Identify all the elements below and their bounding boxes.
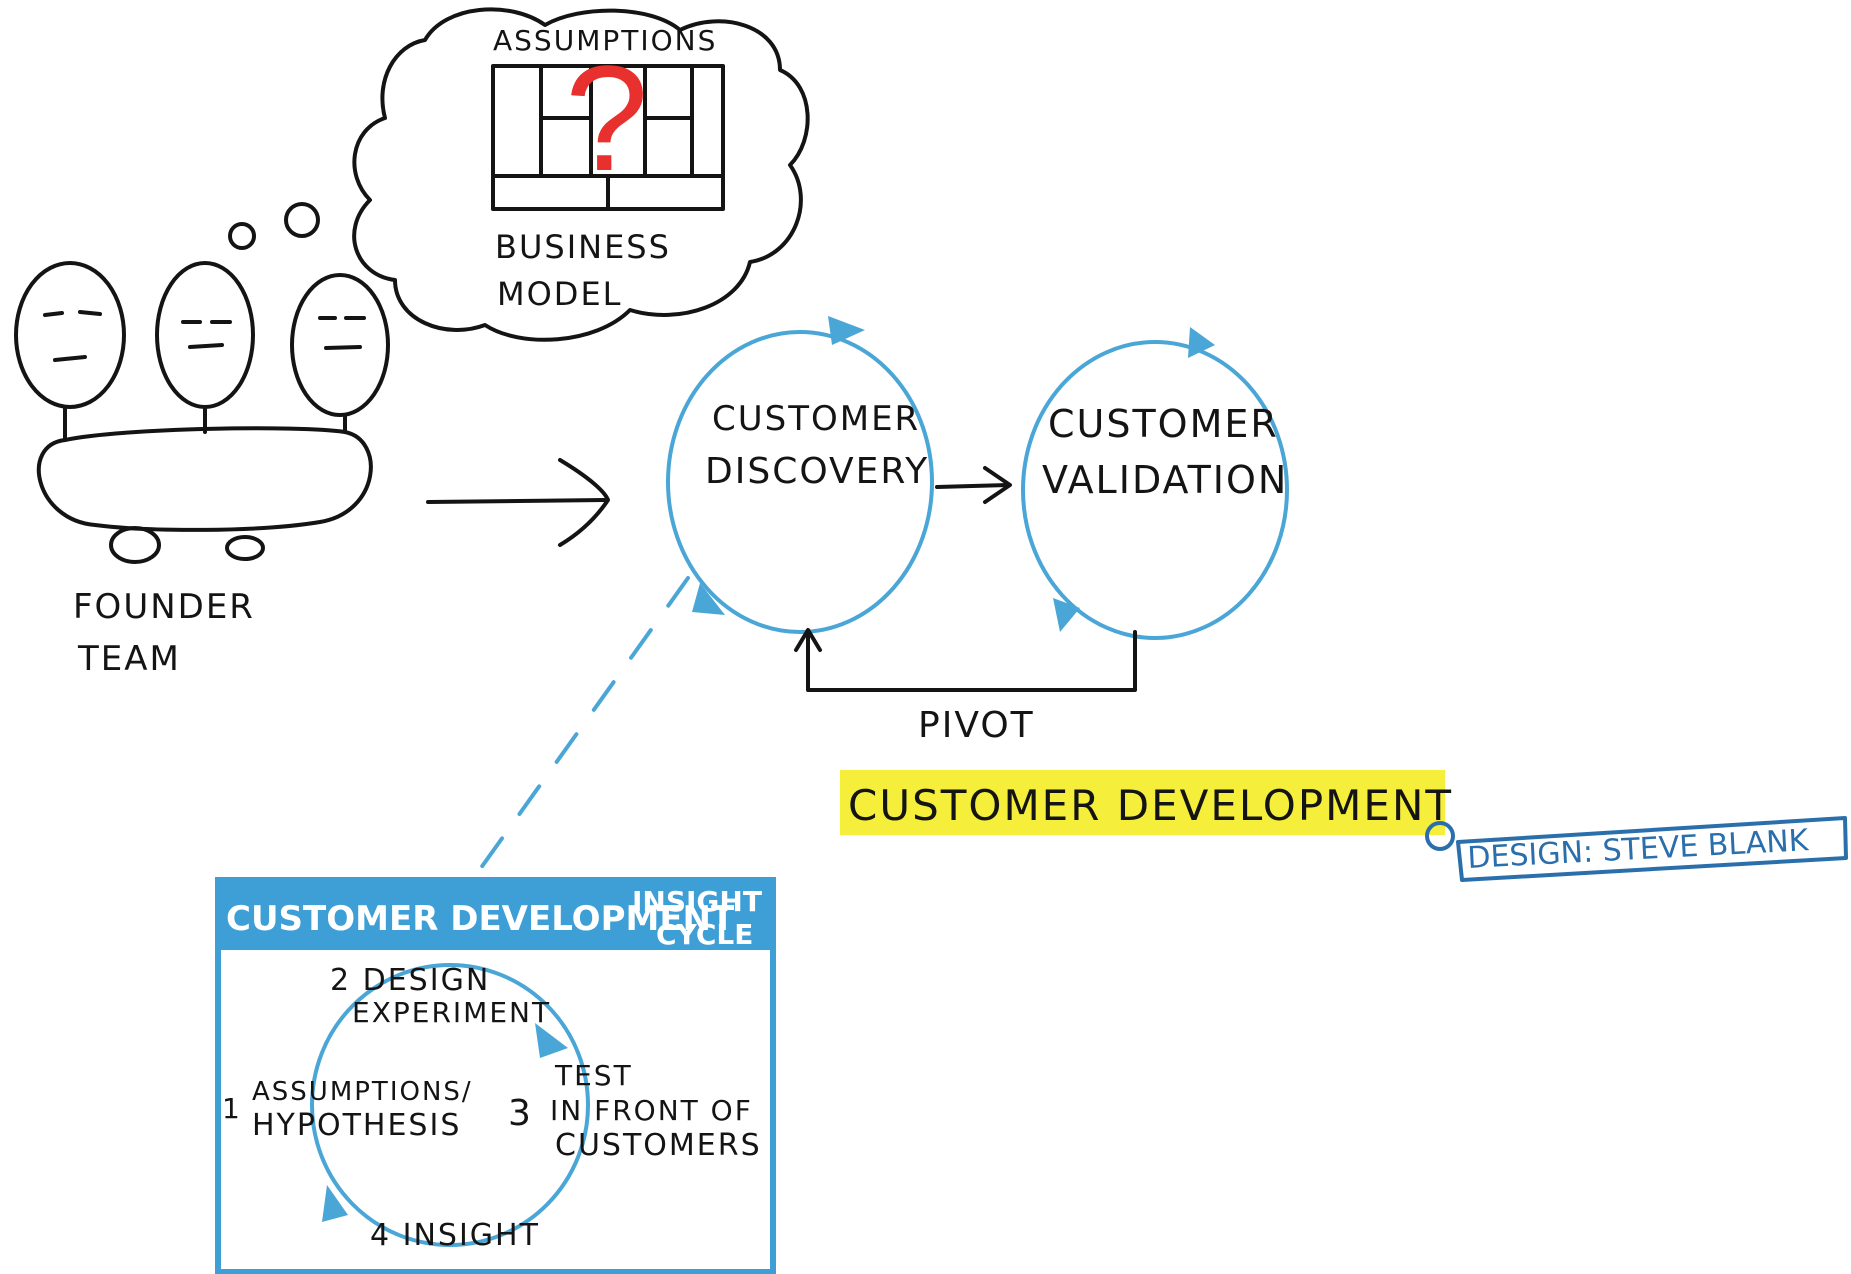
- cloud-assumptions-label: ASSUMPTIONS: [493, 24, 717, 57]
- thought-bubble-small: [228, 222, 256, 250]
- team-label: TEAM: [77, 639, 181, 679]
- step3-line1: TEST: [554, 1059, 633, 1092]
- validation-label-line2: VALIDATION: [1042, 458, 1288, 502]
- cloud-business-label: BUSINESS: [495, 228, 671, 266]
- credit-tag: [1425, 816, 1848, 882]
- thought-cloud: [352, 7, 810, 342]
- zoom-connector: [476, 576, 690, 874]
- question-mark: ?: [565, 34, 648, 202]
- pivot-label: PIVOT: [918, 705, 1035, 746]
- step1-line1: ASSUMPTIONS/: [252, 1077, 473, 1107]
- step2-line2: EXPERIMENT: [352, 996, 551, 1029]
- step3-line3: CUSTOMERS: [555, 1128, 762, 1163]
- insight-header-small-line1: INSIGHT: [632, 885, 762, 918]
- discovery-label-line2: DISCOVERY: [705, 451, 929, 492]
- step2-line1: 2 DESIGN: [330, 963, 490, 998]
- insight-cycle-loop: [310, 963, 590, 1247]
- customer-validation-loop: [1021, 327, 1289, 640]
- founder-team-figures: [14, 261, 390, 564]
- insight-cycle-panel: [215, 877, 776, 1274]
- validation-label-line1: CUSTOMER: [1048, 402, 1279, 446]
- insight-header-main: CUSTOMER DEVELOPMENT: [226, 899, 735, 939]
- customer-discovery-loop: [666, 316, 934, 634]
- step3-line2: IN FRONT OF: [550, 1094, 753, 1127]
- team-to-discovery-arrow: [426, 458, 610, 547]
- discovery-label-line1: CUSTOMER: [712, 399, 920, 439]
- pivot-arrow: [794, 628, 1137, 692]
- founder-label: FOUNDER: [73, 587, 255, 627]
- cloud-model-label: MODEL: [497, 275, 622, 313]
- customer-development-highlight: [840, 770, 1445, 835]
- thought-bubble-medium: [284, 202, 320, 238]
- insight-header-small-line2: CYCLE: [656, 918, 753, 951]
- step3-number: 3: [508, 1093, 533, 1134]
- step1-number: 1: [222, 1092, 242, 1125]
- discovery-to-validation-arrow: [935, 466, 1012, 504]
- customer-development-title: CUSTOMER DEVELOPMENT: [848, 781, 1453, 830]
- step1-line2: HYPOTHESIS: [252, 1108, 461, 1143]
- business-model-canvas: [491, 64, 725, 211]
- step4-label: 4 INSIGHT: [370, 1218, 540, 1253]
